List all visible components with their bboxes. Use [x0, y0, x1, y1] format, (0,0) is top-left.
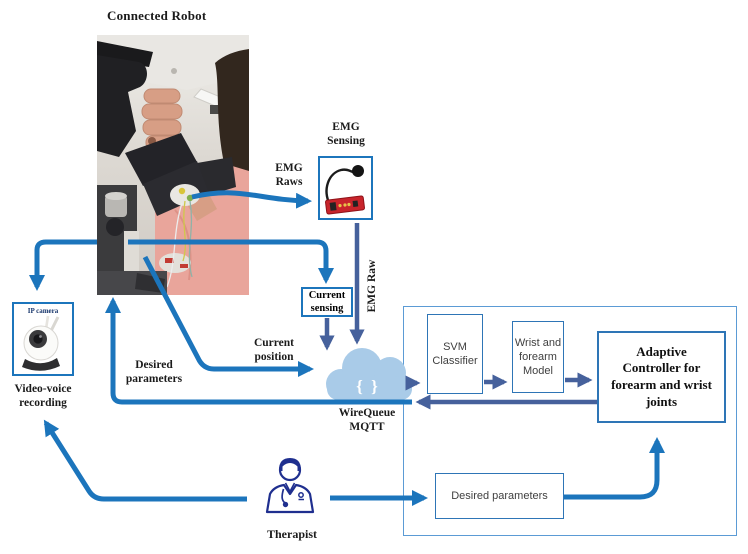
therapist-icon	[258, 450, 322, 520]
adaptive-controller-box: Adaptive Controller for forearm and wris…	[597, 331, 726, 423]
wrist-forearm-model-box: Wrist and forearm Model	[512, 321, 564, 393]
controller-panel	[403, 306, 737, 536]
therapist-label: Therapist	[266, 527, 317, 541]
wirequeue-mqtt-label: WireQueue MQTT	[338, 407, 396, 433]
emg-sensor-image	[325, 165, 365, 215]
ip-camera-label: IP camera	[27, 307, 59, 315]
emg-raws-label: EMG Raws	[275, 162, 303, 188]
desired-parameters-box: Desired parameters	[435, 473, 564, 519]
ip-camera-box: IP camera	[12, 302, 74, 376]
current-sensing-box: Current sensing	[301, 287, 353, 317]
video-voice-recording-label: Video-voice recording	[14, 383, 72, 409]
svm-classifier-box: SVM Classifier	[427, 314, 483, 394]
current-sensing-label: Current sensing	[308, 289, 346, 314]
emg-sensing-box	[318, 156, 373, 220]
ip-camera-image	[22, 315, 60, 371]
cloud-icon: { }	[326, 348, 412, 400]
robot-photo-image	[97, 35, 249, 295]
svm-classifier-label: SVM Classifier	[432, 340, 478, 367]
desired-parameters-left-label: Desired parameters	[125, 359, 183, 385]
robot-photo	[97, 35, 249, 295]
current-position-label: Current position	[253, 337, 295, 363]
edge-therapist-to-recording	[43, 419, 247, 502]
diagram-title: Connected Robot	[107, 8, 207, 23]
emg-raw-label: EMG Raw	[366, 259, 378, 313]
emg-sensing-title: EMG Sensing	[327, 121, 365, 147]
adaptive-controller-label: Adaptive Controller for forearm and wris…	[611, 343, 712, 409]
edge-robot-to-ip-camera	[29, 239, 97, 291]
wrist-forearm-model-label: Wrist and forearm Model	[514, 336, 562, 378]
desired-parameters-box-label: Desired parameters	[451, 489, 548, 502]
cloud-braces: { }	[356, 377, 380, 396]
